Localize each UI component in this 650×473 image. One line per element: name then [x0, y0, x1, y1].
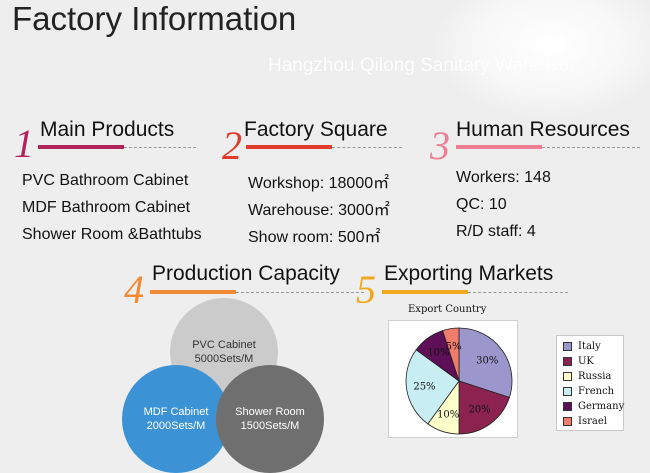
legend-label: Italy [578, 341, 601, 352]
factory-square-title: Factory Square [244, 118, 388, 141]
production-capacity-underline [150, 290, 236, 294]
pie-data-label: 5% [446, 341, 462, 352]
factory-square-underline [246, 145, 332, 149]
factory-square-item: Show room: 500㎡ [248, 229, 381, 246]
main-product-item: MDF Bathroom Cabinet [22, 199, 191, 216]
factory-square-item: Warehouse: 3000㎡ [248, 202, 390, 219]
legend-label: Israel [578, 416, 607, 427]
pie-data-label: 10% [427, 348, 449, 359]
legend-swatch [563, 417, 572, 426]
main-product-item: Shower Room &Bathtubs [22, 226, 202, 243]
legend-entry: Israel [563, 416, 607, 427]
section-number-3: 3 [430, 123, 450, 168]
production-capacity-rule [236, 292, 364, 293]
legend-swatch [563, 402, 572, 411]
exporting-markets-underline [382, 290, 468, 294]
factory-square-item: Workshop: 18000㎡ [248, 175, 390, 192]
chart-title: Export Country [408, 304, 487, 315]
shower-room-circle: Shower Room 1500Sets/M [216, 365, 324, 473]
legend-swatch [563, 387, 572, 396]
pie-slice-french [405, 349, 460, 425]
main-products-rule [124, 147, 196, 148]
company-name: Hangzhou Qilong Sanitary Ware Co., [268, 55, 580, 76]
human-resources-item: Workers: 148 [456, 169, 551, 186]
pie-slice-italy [458, 327, 513, 398]
human-resources-rule [542, 147, 640, 148]
circle-label: Shower Room [235, 406, 305, 418]
exporting-markets-title: Exporting Markets [384, 262, 554, 285]
legend-label: UK [578, 356, 594, 367]
legend-swatch [563, 357, 572, 366]
legend-label: Germany [578, 401, 625, 412]
circle-value: 2000Sets/M [146, 420, 206, 432]
legend-entry: French [563, 386, 614, 397]
pie-data-label: 25% [413, 381, 435, 392]
human-resources-title: Human Resources [456, 118, 630, 141]
section-number-5: 5 [356, 267, 376, 312]
page-title: Factory Information [12, 0, 297, 37]
legend-label: French [578, 386, 615, 397]
main-products-title: Main Products [40, 118, 175, 141]
pie-chart-box: 30%20%10%25%10%5% [388, 320, 518, 438]
section-number-1: 1 [14, 121, 34, 166]
legend-entry: UK [563, 356, 594, 367]
legend-entry: Russia [563, 371, 611, 382]
export-pie-chart: 30%20%10%25%10%5% [405, 327, 513, 435]
pie-slice-uk [458, 380, 510, 435]
pie-data-label: 30% [476, 355, 498, 366]
production-capacity-title: Production Capacity [152, 262, 340, 285]
human-resources-item: R/D staff: 4 [456, 223, 536, 240]
circle-value: 5000Sets/M [194, 353, 254, 365]
pie-slice-israel [442, 327, 460, 382]
legend-swatch [563, 342, 572, 351]
legend-entry: Italy [563, 341, 601, 352]
circle-value: 1500Sets/M [240, 420, 300, 432]
section-number-4: 4 [124, 267, 144, 312]
main-products-underline [38, 145, 124, 149]
human-resources-underline [456, 145, 542, 149]
mdf-cabinet-circle: MDF Cabinet 2000Sets/M [122, 365, 230, 473]
circle-label: MDF Cabinet [143, 406, 209, 418]
main-product-item: PVC Bathroom Cabinet [22, 172, 189, 189]
legend-label: Russia [578, 371, 612, 382]
exporting-markets-rule [468, 292, 568, 293]
circle-label: PVC Cabinet [192, 339, 256, 351]
pie-data-label: 10% [437, 409, 459, 420]
legend-swatch [563, 372, 572, 381]
human-resources-item: QC: 10 [456, 196, 507, 213]
section-number-2: 2 [222, 123, 242, 168]
pie-data-label: 20% [468, 404, 490, 415]
legend-entry: Germany [563, 401, 624, 412]
factory-square-rule [332, 147, 402, 148]
